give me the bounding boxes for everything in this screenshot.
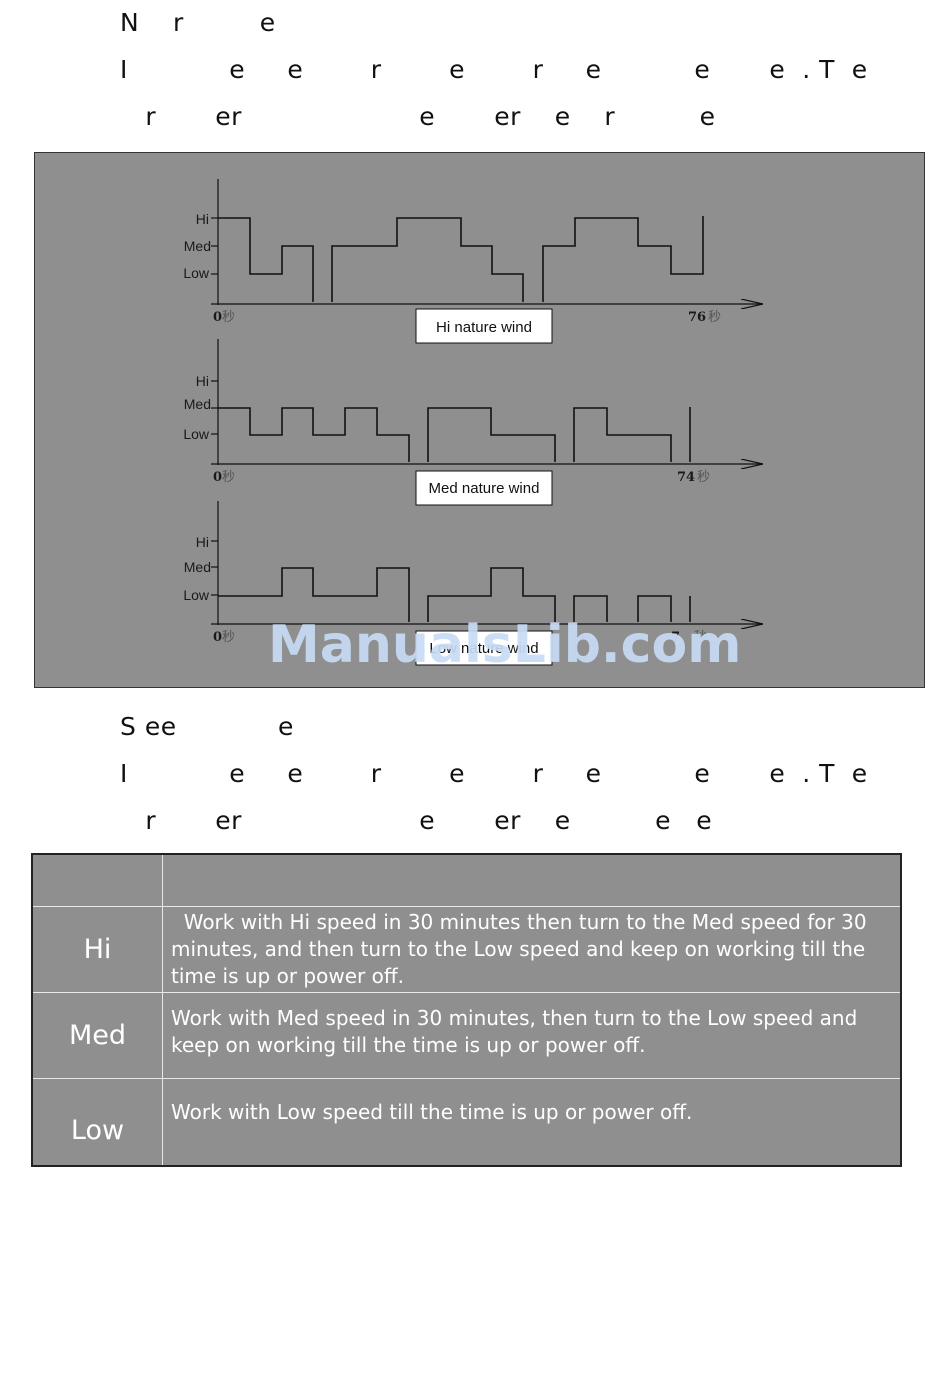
- x-end-label: 7: [671, 630, 680, 645]
- speed-waveform: [218, 567, 691, 622]
- diagram-caption: Med nature wind: [429, 480, 540, 497]
- mode-cell: Low: [31, 1077, 163, 1167]
- caption-box: Hi nature wind: [415, 308, 553, 344]
- med-nature-wind-diagram: Hi Med Low 0 秒 74 秒 Med nature wind: [183, 339, 763, 506]
- section2-line1: I e e r e r e e e . T e: [120, 759, 868, 788]
- section2-line2: r er e er e e e: [120, 806, 713, 835]
- level-label-med: Med: [184, 559, 211, 575]
- level-label-med: Med: [184, 238, 211, 254]
- diagram-caption: Hi nature wind: [436, 319, 532, 336]
- speed-waveform: [218, 407, 691, 462]
- header-cell-mode: [31, 853, 163, 907]
- description-cell: Work with Hi speed in 30 minutes then tu…: [162, 905, 902, 993]
- hi-nature-wind-diagram: Hi Med Low 0 秒 76 秒 Hi nature wind: [183, 179, 763, 344]
- speed-waveform: [218, 216, 704, 302]
- header-cell-description: [162, 853, 902, 907]
- table-row: Hi Work with Hi speed in 30 minutes then…: [31, 905, 902, 993]
- table-row: Low Work with Low speed till the time is…: [31, 1077, 902, 1167]
- description-cell: Work with Low speed till the time is up …: [162, 1077, 902, 1167]
- mode-cell: Hi: [31, 905, 163, 993]
- x-end-unit: 秒: [697, 470, 710, 485]
- x-start-unit: 秒: [222, 310, 235, 325]
- x-end-unit: 秒: [708, 310, 721, 325]
- section1-title: N r e: [120, 8, 276, 37]
- level-label-med: Med: [184, 396, 211, 412]
- diagram-caption: Low nature wind: [429, 640, 538, 657]
- nature-wind-diagrams: Hi Med Low 0 秒 76 秒 Hi nature wind Hi Me…: [183, 179, 926, 666]
- sleep-mode-speed-table: Hi Work with Hi speed in 30 minutes then…: [31, 853, 902, 1167]
- x-end-label: 74: [677, 470, 695, 485]
- level-label-low: Low: [183, 265, 210, 281]
- watermark: ManualsLib.com: [268, 615, 742, 675]
- caption-box: Med nature wind: [415, 470, 553, 506]
- x-start-label: 0: [213, 630, 222, 645]
- level-label-hi: Hi: [196, 211, 209, 227]
- description-cell: Work with Med speed in 30 minutes, then …: [162, 991, 902, 1079]
- x-start-label: 0: [213, 470, 222, 485]
- mode-cell: Med: [31, 991, 163, 1079]
- caption-box: Low nature wind: [415, 630, 553, 666]
- section2-title: S ee e: [120, 712, 294, 741]
- low-nature-wind-diagram: Hi Med Low 0 秒 7 秒 Low nature wind: [183, 501, 763, 666]
- level-label-low: Low: [183, 587, 210, 603]
- table-header-row: [31, 853, 902, 907]
- section1-line2: r er e er e r e: [120, 102, 716, 131]
- x-start-label: 0: [213, 310, 222, 325]
- level-label-low: Low: [183, 426, 210, 442]
- level-label-hi: Hi: [196, 534, 209, 550]
- nature-wind-diagram-panel: Hi Med Low 0 秒 76 秒 Hi nature wind Hi Me…: [34, 152, 925, 688]
- x-end-unit: 秒: [694, 630, 707, 645]
- x-end-label: 76: [688, 310, 706, 325]
- x-start-unit: 秒: [222, 630, 235, 645]
- level-label-hi: Hi: [196, 373, 209, 389]
- table-row: Med Work with Med speed in 30 minutes, t…: [31, 991, 902, 1079]
- x-start-unit: 秒: [222, 470, 235, 485]
- section1-line1: I e e r e r e e e . T e: [120, 55, 868, 84]
